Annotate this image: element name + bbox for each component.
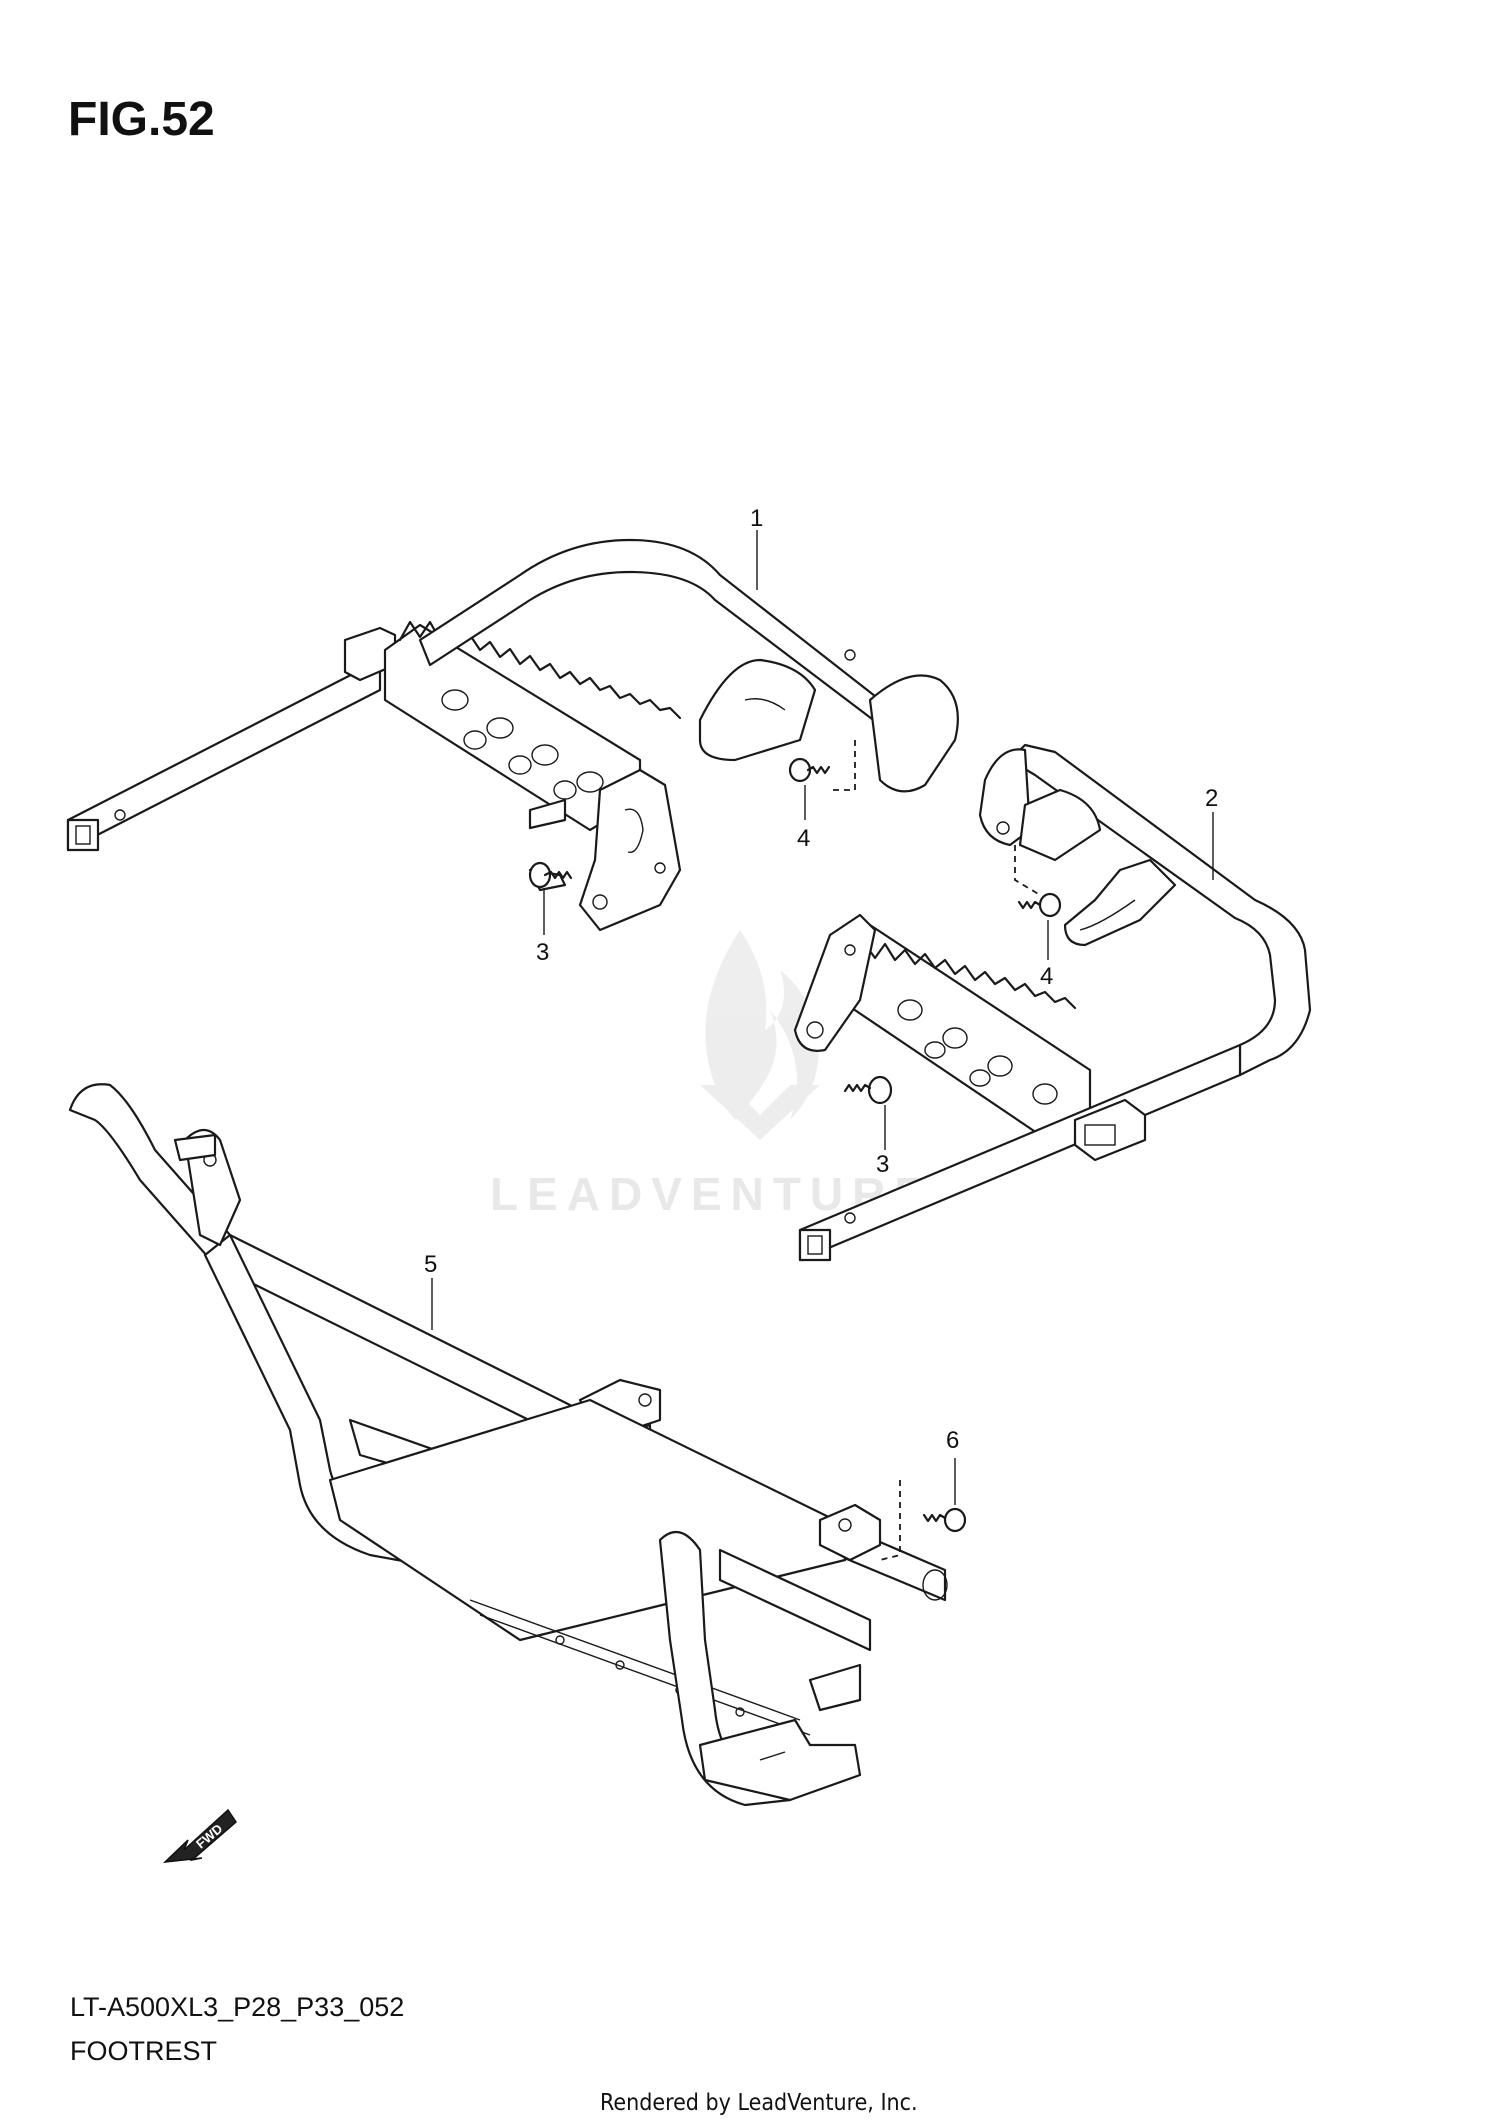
callout-3a: 3 bbox=[536, 939, 549, 966]
callout-6: 6 bbox=[946, 1427, 959, 1454]
callout-4b: 4 bbox=[1040, 963, 1053, 990]
bolt-3a bbox=[528, 861, 573, 892]
bolt-4b bbox=[1017, 892, 1062, 918]
model-code: LT-A500XL3_P28_P33_052 bbox=[70, 1992, 405, 2022]
part-1-left-footrest bbox=[66, 538, 959, 932]
render-credit: Rendered by LeadVenture, Inc. bbox=[600, 2090, 918, 2116]
bolt-3b bbox=[843, 1075, 893, 1105]
fwd-arrow-icon: FWD bbox=[162, 1808, 237, 1863]
callout-4a: 4 bbox=[797, 825, 810, 852]
callout-1: 1 bbox=[750, 505, 763, 532]
part-2-right-footrest bbox=[793, 743, 1312, 1262]
bolt-6 bbox=[922, 1507, 967, 1533]
callout-3b: 3 bbox=[876, 1151, 889, 1178]
bolt-4a bbox=[788, 757, 831, 783]
part-5-footrest-guard bbox=[68, 1083, 948, 1807]
leader-lines bbox=[431, 530, 1214, 1505]
watermark: LEADVENTURE bbox=[490, 930, 925, 1220]
figure-title: FIG.52 bbox=[68, 93, 215, 146]
callout-2: 2 bbox=[1205, 785, 1218, 812]
figure-caption: FOOTREST bbox=[70, 2036, 217, 2066]
callout-5: 5 bbox=[424, 1251, 437, 1278]
